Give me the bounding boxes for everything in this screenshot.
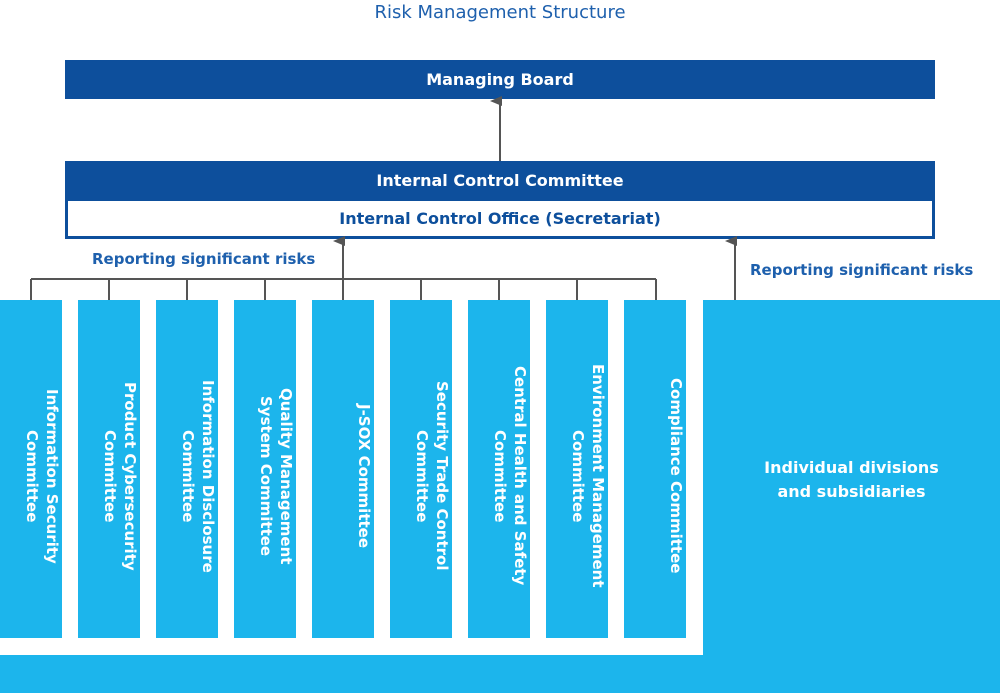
committee-line-1: Information Disclosure [199, 379, 217, 573]
divisions-line-1: Individual divisions [764, 458, 939, 477]
committee-column: Compliance Committee [624, 300, 686, 638]
committee-column: J-SOX Committee [312, 300, 374, 638]
committee-line-2: Committee [491, 429, 509, 523]
committee-line-1: J-SOX Committee [355, 403, 373, 549]
internal-control-office-label: Internal Control Office (Secretariat) [68, 201, 932, 236]
committee-line-2: Committee [179, 429, 197, 523]
divisions-line-2: and subsidiaries [777, 482, 926, 501]
committee-line-1: Environment Management [589, 364, 607, 588]
reporting-label-left: Reporting significant risks [92, 250, 316, 268]
committee-line-2: Committee [23, 429, 41, 523]
managing-board-box: Managing Board [65, 60, 935, 99]
committee-line-2: Committee [413, 429, 431, 523]
diagram-title: Risk Management Structure [374, 2, 626, 23]
divisions-block [703, 300, 1000, 693]
committee-line-1: Compliance Committee [667, 378, 685, 574]
committee-line-1: Security Trade Control [433, 381, 451, 571]
internal-control-committee-box: Internal Control Committee Internal Cont… [65, 161, 935, 239]
divisions-label: Individual divisions and subsidiaries [703, 300, 1000, 660]
committee-line-1: Quality Management [277, 387, 295, 565]
managing-board-label: Managing Board [426, 70, 574, 89]
committee-line-1: Product Cybersecurity [121, 381, 139, 571]
committee-line-1: Information Security [43, 388, 61, 564]
internal-control-committee-label: Internal Control Committee [376, 170, 624, 190]
committee-line-1: Central Health and Safety [511, 366, 529, 586]
committee-line-2: Committee [569, 429, 587, 523]
reporting-label-right: Reporting significant risks [750, 261, 974, 279]
committee-line-2: Committee [101, 429, 119, 523]
committee-line-2: System Committee [257, 395, 275, 557]
